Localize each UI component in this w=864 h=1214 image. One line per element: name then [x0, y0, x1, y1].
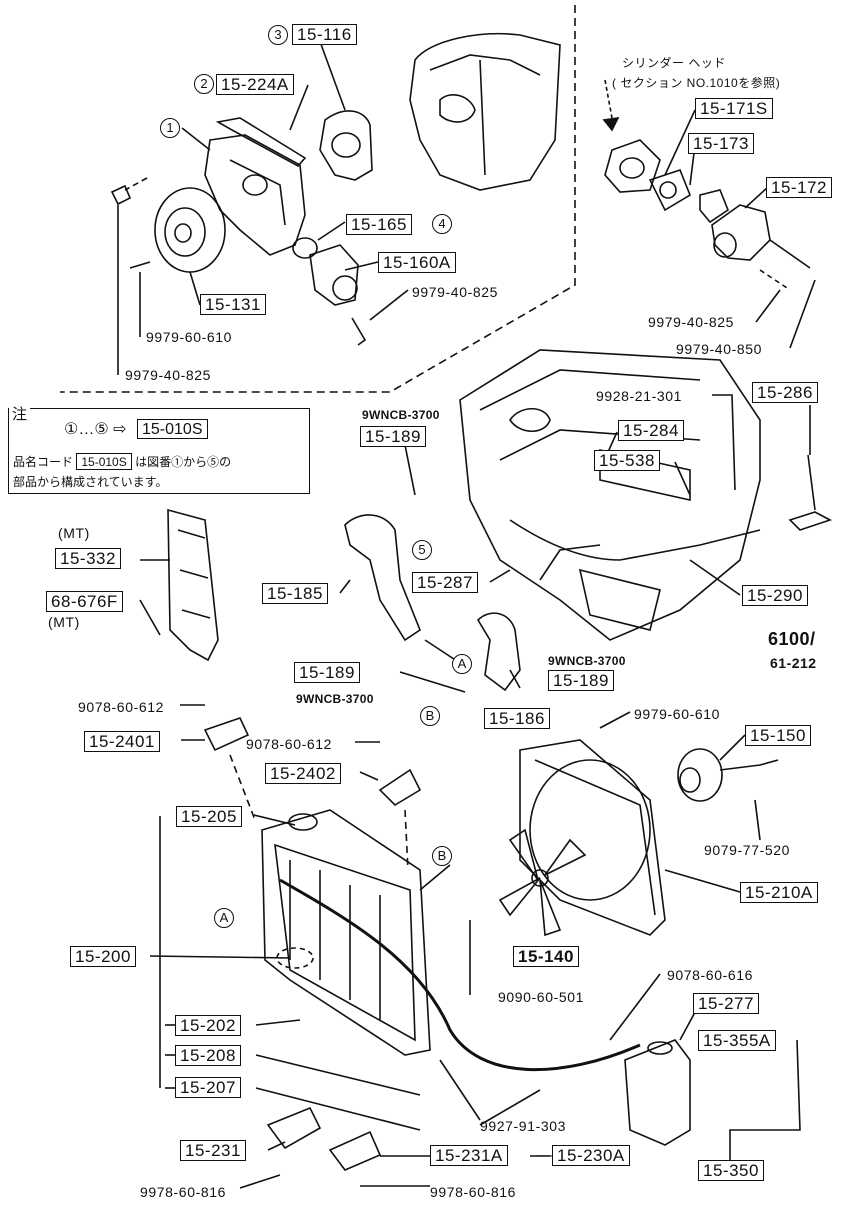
- part-15-185[interactable]: 15-185: [262, 583, 328, 604]
- part-15-189-a[interactable]: 15-189: [360, 426, 426, 447]
- bolt-9078-60-612-b[interactable]: 9078-60-612: [246, 736, 332, 752]
- part-15-538[interactable]: 15-538: [594, 450, 660, 471]
- callout-4: 4: [432, 214, 452, 234]
- part-15-2401[interactable]: 15-2401: [84, 731, 160, 752]
- callout-b-lower: B: [432, 846, 452, 866]
- part-15-208[interactable]: 15-208: [175, 1045, 241, 1066]
- callout-b-upper: B: [420, 706, 440, 726]
- note-line1: ①…⑤ ⇨ 15-010S: [64, 419, 208, 439]
- bolt-9078-60-612-a[interactable]: 9078-60-612: [78, 699, 164, 715]
- callout-a-upper: A: [452, 654, 472, 674]
- part-15-231a[interactable]: 15-231A: [430, 1145, 508, 1166]
- part-15-286[interactable]: 15-286: [752, 382, 818, 403]
- bolt-9078-60-616[interactable]: 9078-60-616: [667, 967, 753, 983]
- note-line3: 部品から構成されています。: [13, 475, 168, 489]
- part-15-150[interactable]: 15-150: [745, 725, 811, 746]
- callout-1: 1: [160, 118, 180, 138]
- bolt-9978-60-816-b[interactable]: 9978-60-816: [430, 1184, 516, 1200]
- part-15-140[interactable]: 15-140: [513, 946, 579, 967]
- cylinder-head-note-line1: シリンダー ヘッド: [622, 56, 726, 70]
- callout-5: 5: [412, 540, 432, 560]
- part-15-186[interactable]: 15-186: [484, 708, 550, 729]
- bolt-9978-60-816-a[interactable]: 9978-60-816: [140, 1184, 226, 1200]
- clamp-9wncb-3700-c[interactable]: 9WNCB-3700: [296, 692, 374, 706]
- mt-label-b: (MT): [48, 614, 80, 630]
- part-15-205[interactable]: 15-205: [176, 806, 242, 827]
- callout-2: 2: [194, 74, 214, 94]
- part-15-350[interactable]: 15-350: [698, 1160, 764, 1181]
- part-15-230a[interactable]: 15-230A: [552, 1145, 630, 1166]
- clamp-9wncb-3700-a[interactable]: 9WNCB-3700: [362, 408, 440, 422]
- dash-separator: —: [536, 1145, 554, 1164]
- note-title: 注: [9, 403, 31, 424]
- note-line2-suffix: は図番①から⑤の: [135, 455, 232, 469]
- part-15-290[interactable]: 15-290: [742, 585, 808, 606]
- bolt-9927-91-303[interactable]: 9927-91-303: [480, 1118, 566, 1134]
- part-15-172[interactable]: 15-172: [766, 177, 832, 198]
- part-15-210a[interactable]: 15-210A: [740, 882, 818, 903]
- section-ref-61-212[interactable]: 61-212: [770, 655, 817, 671]
- bolt-9090-60-501[interactable]: 9090-60-501: [498, 989, 584, 1005]
- part-15-284[interactable]: 15-284: [618, 420, 684, 441]
- part-15-2402[interactable]: 15-2402: [265, 763, 341, 784]
- cylinder-head-note-line2: ( セクション NO.1010を参照): [612, 76, 781, 90]
- note-range: ①…⑤ ⇨: [64, 421, 127, 438]
- part-15-189-b[interactable]: 15-189: [548, 670, 614, 691]
- bolt-9979-40-825-b[interactable]: 9979-40-825: [125, 367, 211, 383]
- part-15-116[interactable]: 15-116: [292, 24, 357, 45]
- bolt-9979-40-825-a[interactable]: 9979-40-825: [412, 284, 498, 300]
- part-15-277[interactable]: 15-277: [693, 993, 759, 1014]
- section-ref-6100[interactable]: 6100/: [768, 629, 816, 649]
- part-15-160a[interactable]: 15-160A: [378, 252, 456, 273]
- bolt-9979-40-825-c[interactable]: 9979-40-825: [648, 314, 734, 330]
- bolt-9979-60-610-b[interactable]: 9979-60-610: [634, 706, 720, 722]
- part-15-165[interactable]: 15-165: [346, 214, 412, 235]
- part-15-189-c[interactable]: 15-189: [294, 662, 360, 683]
- bolt-9979-60-610-a[interactable]: 9979-60-610: [146, 329, 232, 345]
- bolt-9079-77-520[interactable]: 9079-77-520: [704, 842, 790, 858]
- callout-a-lower: A: [214, 908, 234, 928]
- part-15-224a[interactable]: 15-224A: [216, 74, 294, 95]
- part-15-131[interactable]: 15-131: [200, 294, 266, 315]
- part-15-207[interactable]: 15-207: [175, 1077, 241, 1098]
- bolt-9979-40-850[interactable]: 9979-40-850: [676, 341, 762, 357]
- clamp-9wncb-3700-b[interactable]: 9WNCB-3700: [548, 654, 626, 668]
- note-code-box[interactable]: 15-010S: [137, 419, 208, 439]
- part-15-200[interactable]: 15-200: [70, 946, 136, 967]
- part-15-171s[interactable]: 15-171S: [695, 98, 773, 119]
- bolt-9928-21-301[interactable]: 9928-21-301: [596, 388, 682, 404]
- mt-label-a: (MT): [58, 525, 90, 541]
- part-15-287[interactable]: 15-287: [412, 572, 478, 593]
- note-line2-code[interactable]: 15-010S: [76, 453, 132, 470]
- note-box: 注 ①…⑤ ⇨ 15-010S 品名コード 15-010S は図番①から⑤の 部…: [8, 403, 310, 494]
- part-15-332[interactable]: 15-332: [55, 548, 121, 569]
- part-15-231[interactable]: 15-231: [180, 1140, 246, 1161]
- note-line2: 品名コード 15-010S は図番①から⑤の: [13, 453, 231, 470]
- note-line2-prefix: 品名コード: [13, 455, 74, 469]
- part-68-676f[interactable]: 68-676F: [46, 591, 123, 612]
- callout-3: 3: [268, 25, 288, 45]
- part-15-355a[interactable]: 15-355A: [698, 1030, 776, 1051]
- part-15-202[interactable]: 15-202: [175, 1015, 241, 1036]
- part-15-173[interactable]: 15-173: [688, 133, 754, 154]
